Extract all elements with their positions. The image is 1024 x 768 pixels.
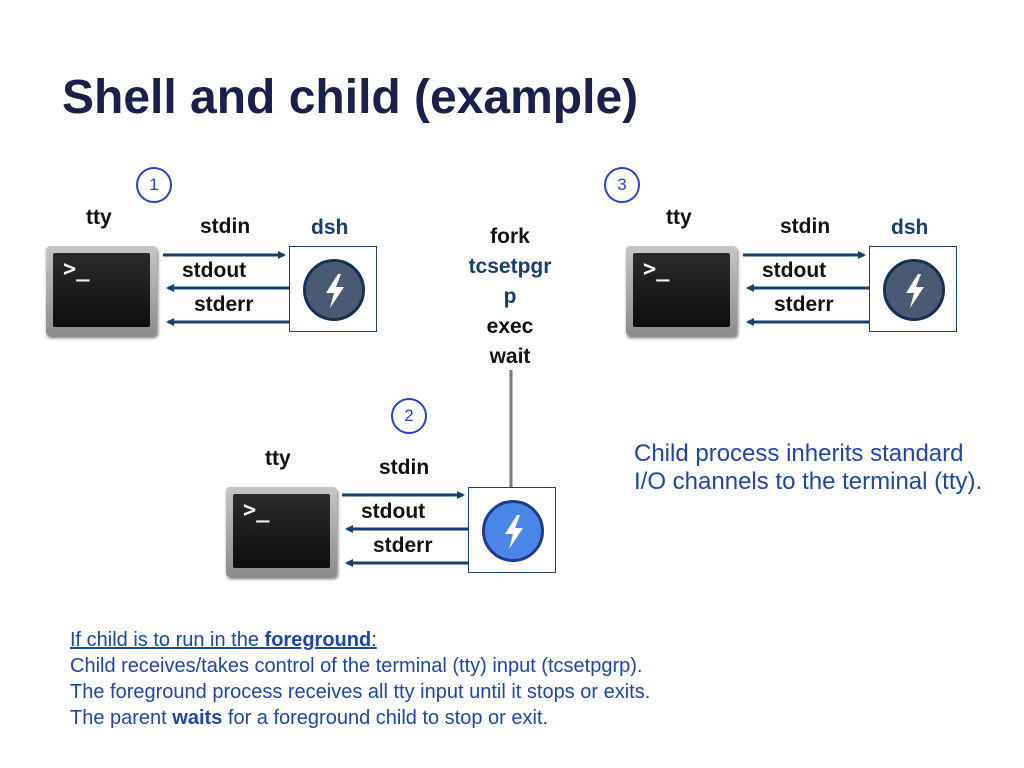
stderr-label-3: stderr [774, 293, 834, 316]
line4-prefix: The parent [70, 707, 173, 729]
step-badge-2: 2 [391, 398, 427, 434]
terminal-prompt: >_ [63, 257, 90, 282]
tty-label-3: tty [666, 206, 692, 229]
op-fork: fork [490, 225, 530, 248]
explanation-line-4: The parent waits for a foreground child … [70, 705, 650, 731]
heading-prefix: If child is to run in the [70, 629, 265, 651]
heading-suffix: : [371, 629, 377, 651]
explanation-line-3: The foreground process receives all tty … [70, 681, 651, 703]
explanation-line-2: Child receives/takes control of the term… [70, 655, 643, 677]
terminal-prompt: >_ [243, 498, 270, 523]
op-tcsetpgrp-2: p [503, 285, 517, 308]
inheritance-note: Child process inherits standard I/O chan… [634, 440, 983, 495]
step-badge-3: 3 [604, 167, 640, 203]
tty-label-2: tty [265, 447, 291, 470]
process-operations: fork tcsetpgr p exec wait [440, 222, 580, 372]
op-exec: exec [486, 315, 534, 338]
stderr-label-1: stderr [194, 293, 254, 316]
stdout-label-1: stdout [182, 259, 247, 282]
terminal-prompt: >_ [643, 257, 670, 282]
tty-label-1: tty [86, 206, 112, 229]
process-icon [883, 259, 945, 321]
stderr-label-2: stderr [373, 534, 433, 557]
terminal-icon-1: >_ [46, 246, 157, 336]
line4-suffix: for a foreground child to stop or exit. [222, 707, 549, 729]
process-label-3: dsh [891, 216, 929, 239]
foreground-heading: If child is to run in the foreground: [70, 627, 650, 653]
stdout-label-3: stdout [762, 259, 827, 282]
stdin-label-2: stdin [379, 456, 430, 479]
stdin-label-3: stdin [780, 215, 831, 238]
shell-process-box-3 [869, 246, 957, 332]
process-icon [303, 259, 365, 321]
process-label-1: dsh [311, 216, 349, 239]
step-badge-1: 1 [136, 167, 172, 203]
child-process-box [468, 487, 556, 573]
shell-process-box-1 [289, 246, 377, 332]
stdout-label-2: stdout [361, 500, 426, 523]
op-tcsetpgrp-1: tcsetpgr [468, 255, 552, 278]
stdin-label-1: stdin [200, 215, 251, 238]
terminal-icon-2: >_ [226, 487, 337, 577]
line4-bold: waits [172, 707, 223, 729]
op-wait: wait [489, 345, 531, 368]
slide-title: Shell and child (example) [62, 71, 639, 124]
heading-bold: foreground [264, 629, 372, 651]
terminal-icon-3: >_ [626, 246, 737, 336]
foreground-explanation: If child is to run in the foreground: Ch… [70, 627, 650, 731]
process-icon [482, 500, 544, 562]
